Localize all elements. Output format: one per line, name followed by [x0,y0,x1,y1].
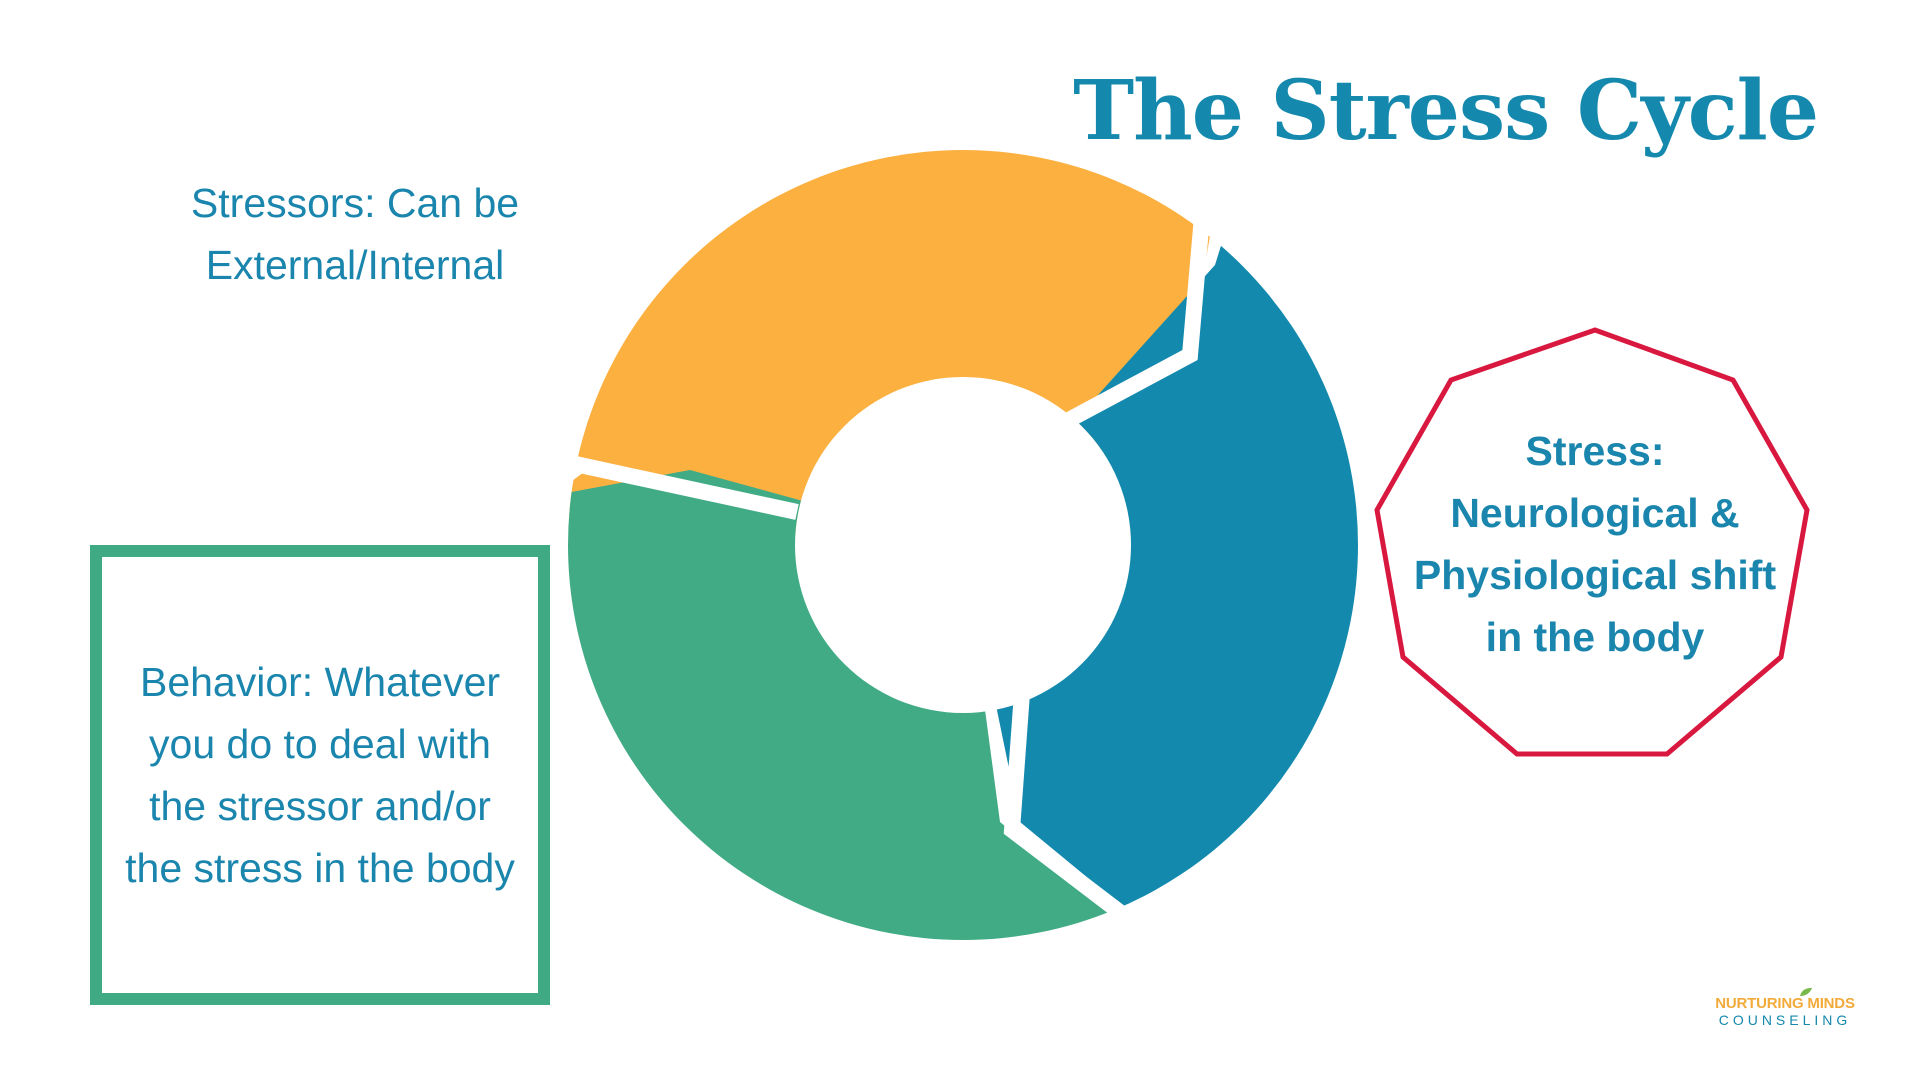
cycle-divider-bottom [1003,692,1135,927]
leaf-icon [1800,988,1812,996]
logo-subtitle: COUNSELING [1718,1012,1852,1028]
behavior-box: Behavior: Whatever you do to deal with t… [90,545,550,1005]
behavior-label: Behavior: Whatever you do to deal with t… [125,659,515,891]
stress-nonagon [1374,327,1810,757]
cycle-divider-upper-left [555,456,799,520]
cycle-segment-stress [963,150,1358,940]
page-title: The Stress Cycle [1073,63,1819,159]
stressors-label: Stressors: Can be External/Internal [190,180,520,288]
stress-label: Stress: Neurological & Physiological shi… [1413,428,1777,660]
logo-wordmark: NURTURING MINDS [1715,995,1855,1012]
nurturing-minds-logo: NURTURING MINDS COUNSELING [1695,988,1875,1028]
cycle-divider-top-right [1061,204,1211,430]
